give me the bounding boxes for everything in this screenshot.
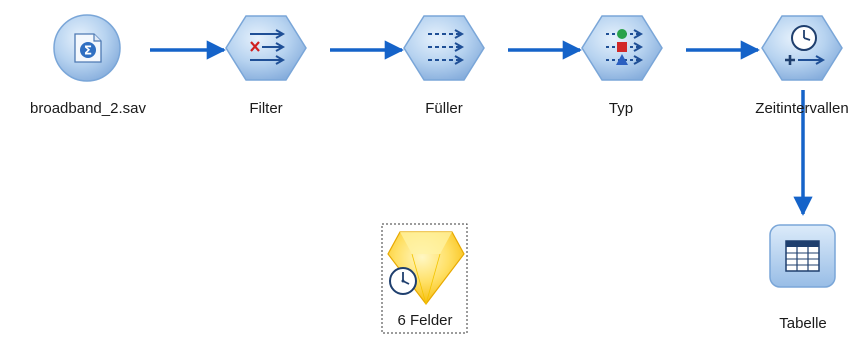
table-grid-icon <box>785 240 820 272</box>
filler-arrows-icon <box>428 29 465 65</box>
node-filter[interactable] <box>225 15 307 81</box>
statistics-file-icon: Σ <box>74 33 102 63</box>
node-label-time-intervals: Zeitintervallen <box>755 100 849 117</box>
svg-text:Σ: Σ <box>84 44 92 58</box>
clock-model-icon <box>389 267 417 295</box>
filter-arrows-icon <box>250 29 286 65</box>
type-symbols-icon <box>606 29 644 65</box>
node-source[interactable]: Σ <box>53 14 121 82</box>
node-table[interactable] <box>769 224 836 288</box>
node-label-source: broadband_2.sav <box>30 100 146 117</box>
node-label-type: Typ <box>608 100 634 117</box>
node-label-model: 6 Felder <box>397 312 453 329</box>
node-label-filler: Füller <box>425 100 463 117</box>
node-label-table: Tabelle <box>779 315 827 332</box>
node-time-intervals[interactable] <box>761 15 843 81</box>
clock-plus-icon <box>785 25 826 65</box>
connectors <box>150 40 813 216</box>
node-label-filter: Filter <box>249 100 283 117</box>
selection-box <box>381 223 468 334</box>
node-type[interactable] <box>581 15 663 81</box>
node-filler[interactable] <box>403 15 485 81</box>
node-model-nugget[interactable] <box>381 223 468 334</box>
